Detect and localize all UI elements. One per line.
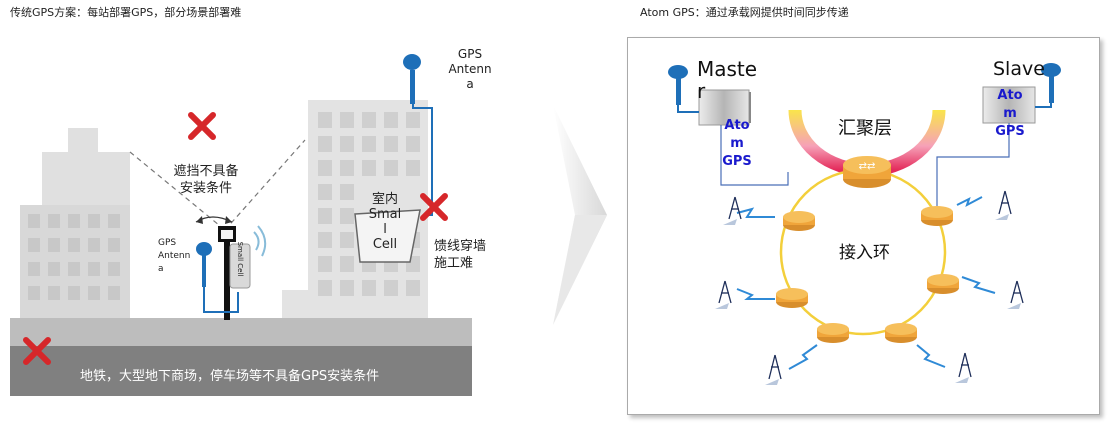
router-icon — [927, 274, 959, 294]
pole-gps-antenna-label: GPS Antenn a — [158, 238, 191, 274]
x-mark-icon — [188, 112, 216, 140]
master-atom-gps-device — [698, 89, 751, 126]
slave-atom-gps-label: Ato m GPS — [995, 88, 1025, 139]
slave-label: Slave — [993, 58, 1045, 80]
router-icon: ⇄⇄ — [843, 156, 891, 188]
router-icon — [921, 206, 953, 226]
blocked-installation-label: 遮挡不具备 安装条件 — [173, 164, 239, 196]
router-icon — [817, 323, 849, 343]
cell-tower-icon — [715, 280, 732, 309]
aggregation-layer-label: 汇聚层 — [838, 118, 892, 139]
street-pole — [218, 226, 236, 320]
cell-tower-icon — [723, 196, 742, 225]
indoor-small-cell — [354, 209, 421, 263]
slave-gps-antenna-icon — [1035, 63, 1061, 108]
master-label: Maste r — [697, 57, 758, 103]
slave-atom-gps-device — [982, 86, 1036, 124]
x-mark-icon — [23, 337, 51, 365]
left-caption: 传统GPS方案：每站部署GPS，部分场景部署难 — [10, 6, 242, 19]
wireless-link-icon — [736, 196, 996, 370]
cell-tower-icon — [765, 354, 782, 385]
underground-area — [10, 346, 472, 396]
small-cell-device — [229, 243, 251, 289]
pole-small-cell-label: Small Cell — [236, 241, 244, 277]
right-caption: Atom GPS：通过承载网提供时间同步传递 — [640, 6, 849, 19]
svg-text:⇄⇄: ⇄⇄ — [859, 161, 876, 172]
traditional-gps-diagram — [10, 54, 472, 396]
feeder-wall-label: 馈线穿墙 施工难 — [434, 239, 487, 271]
slave-link — [936, 123, 1010, 207]
access-ring-label: 接入环 — [839, 243, 890, 263]
cell-tower-icon — [995, 190, 1012, 220]
master-gps-antenna-icon — [668, 65, 699, 113]
router-icon — [776, 288, 808, 308]
cell-tower-icon — [1007, 280, 1024, 309]
roof-gps-antenna-label: GPS Antenn a — [448, 47, 492, 91]
master-atom-gps-label: Ato m GPS — [722, 118, 752, 169]
master-link — [720, 125, 789, 186]
left-building — [20, 128, 130, 323]
router-icon — [783, 211, 815, 231]
cell-tower-icon — [955, 352, 972, 383]
atom-gps-network-diagram: ⇄⇄ — [668, 63, 1061, 385]
x-mark-icon — [420, 193, 448, 221]
underground-label: 地铁，大型地下商场，停车场等不具备GPS安装条件 — [80, 369, 380, 384]
transition-arrow-icon — [553, 105, 607, 325]
indoor-small-cell-label: 室内 Smal l Cell — [368, 192, 402, 252]
pole-gps-antenna-icon — [196, 242, 239, 313]
wireless-signal-icon — [253, 225, 267, 257]
ground-surface — [10, 318, 472, 348]
router-icon — [885, 323, 917, 343]
